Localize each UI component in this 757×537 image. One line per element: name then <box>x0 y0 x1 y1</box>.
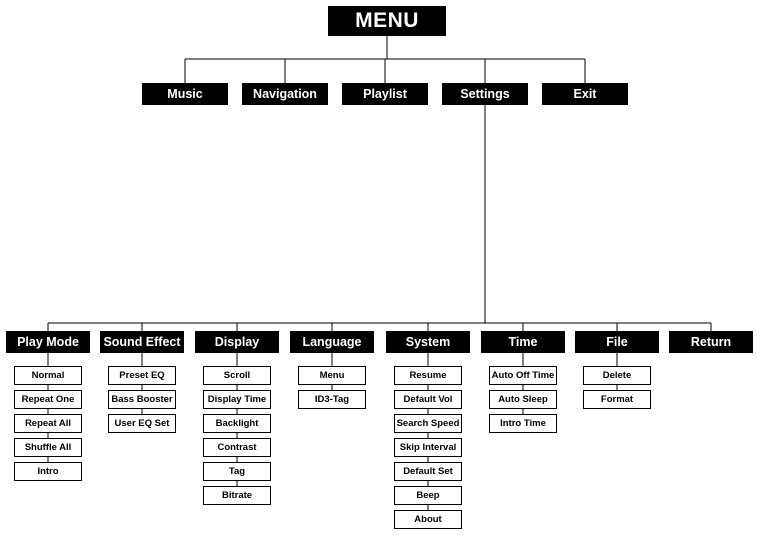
top-item-exit-label: Exit <box>573 87 597 101</box>
menu-root-box: MENU <box>328 6 446 36</box>
category-sound-effect-box: Sound Effect <box>100 331 184 353</box>
leaf-sound-effect-user-eq-set-box: User EQ Set <box>108 414 176 433</box>
leaf-display-display-time-label: Display Time <box>207 394 267 405</box>
leaf-system-about-label: About <box>414 514 442 525</box>
leaf-display-scroll-box: Scroll <box>203 366 271 385</box>
leaf-system-skip-interval-label: Skip Interval <box>399 442 457 453</box>
category-time-label: Time <box>508 335 538 349</box>
leaf-system-default-set-label: Default Set <box>403 466 453 477</box>
top-item-navigation-box: Navigation <box>242 83 328 105</box>
leaf-time-intro-time-label: Intro Time <box>500 418 546 429</box>
leaf-play-mode-repeat-all-label: Repeat All <box>24 418 72 429</box>
category-file-box: File <box>575 331 659 353</box>
leaf-language-menu-box: Menu <box>298 366 366 385</box>
category-play-mode-box: Play Mode <box>6 331 90 353</box>
category-system-box: System <box>386 331 470 353</box>
leaf-display-backlight-label: Backlight <box>215 418 259 429</box>
leaf-play-mode-normal-label: Normal <box>31 370 65 381</box>
top-item-navigation-label: Navigation <box>253 87 317 101</box>
leaf-play-mode-intro-box: Intro <box>14 462 82 481</box>
leaf-language-id3-tag-label: ID3-Tag <box>314 394 350 405</box>
leaf-system-resume-box: Resume <box>394 366 462 385</box>
leaf-time-auto-sleep-label: Auto Sleep <box>498 394 548 405</box>
leaf-sound-effect-preset-eq-box: Preset EQ <box>108 366 176 385</box>
leaf-display-contrast-label: Contrast <box>217 442 257 453</box>
leaf-language-id3-tag-box: ID3-Tag <box>298 390 366 409</box>
top-item-exit-box: Exit <box>542 83 628 105</box>
leaf-system-default-vol-box: Default Vol <box>394 390 462 409</box>
leaf-play-mode-intro-label: Intro <box>37 466 59 477</box>
leaf-display-scroll-label: Scroll <box>223 370 251 381</box>
leaf-system-beep-label: Beep <box>416 490 440 501</box>
top-item-settings-label: Settings <box>460 87 510 101</box>
category-file-label: File <box>606 335 628 349</box>
leaf-sound-effect-bass-booster-box: Bass Booster <box>108 390 176 409</box>
leaf-play-mode-repeat-one-box: Repeat One <box>14 390 82 409</box>
leaf-display-bitrate-box: Bitrate <box>203 486 271 505</box>
leaf-system-skip-interval-box: Skip Interval <box>394 438 462 457</box>
leaf-system-resume-label: Resume <box>409 370 447 381</box>
leaf-file-format-box: Format <box>583 390 651 409</box>
leaf-display-bitrate-label: Bitrate <box>221 490 253 501</box>
leaf-time-auto-off-time-label: Auto Off Time <box>491 370 555 381</box>
category-language-label: Language <box>302 335 362 349</box>
leaf-display-backlight-box: Backlight <box>203 414 271 433</box>
leaf-play-mode-shuffle-all-box: Shuffle All <box>14 438 82 457</box>
category-system-label: System <box>405 335 451 349</box>
leaf-system-beep-box: Beep <box>394 486 462 505</box>
top-item-music-box: Music <box>142 83 228 105</box>
leaf-system-search-speed-box: Search Speed <box>394 414 462 433</box>
leaf-language-menu-label: Menu <box>319 370 345 381</box>
leaf-display-display-time-box: Display Time <box>203 390 271 409</box>
leaf-sound-effect-preset-eq-label: Preset EQ <box>119 370 165 381</box>
leaf-display-contrast-box: Contrast <box>203 438 271 457</box>
menu-root-label: MENU <box>355 9 419 32</box>
category-display-label: Display <box>214 335 260 349</box>
leaf-sound-effect-user-eq-set-label: User EQ Set <box>114 418 170 429</box>
leaf-play-mode-repeat-all-box: Repeat All <box>14 414 82 433</box>
leaf-play-mode-normal-box: Normal <box>14 366 82 385</box>
leaf-play-mode-repeat-one-label: Repeat One <box>21 394 75 405</box>
category-play-mode-label: Play Mode <box>17 335 79 349</box>
top-item-playlist-label: Playlist <box>363 87 407 101</box>
leaf-file-delete-box: Delete <box>583 366 651 385</box>
leaf-system-search-speed-label: Search Speed <box>396 418 460 429</box>
category-return-box: Return <box>669 331 753 353</box>
top-item-settings-box: Settings <box>442 83 528 105</box>
leaf-file-format-label: Format <box>600 394 634 405</box>
category-time-box: Time <box>481 331 565 353</box>
leaf-time-auto-off-time-box: Auto Off Time <box>489 366 557 385</box>
leaf-display-tag-label: Tag <box>228 466 246 477</box>
leaf-display-tag-box: Tag <box>203 462 271 481</box>
leaf-sound-effect-bass-booster-label: Bass Booster <box>111 394 173 405</box>
category-sound-effect-label: Sound Effect <box>103 335 181 349</box>
leaf-play-mode-shuffle-all-label: Shuffle All <box>24 442 72 453</box>
leaf-system-default-vol-label: Default Vol <box>403 394 453 405</box>
category-language-box: Language <box>290 331 374 353</box>
leaf-time-auto-sleep-box: Auto Sleep <box>489 390 557 409</box>
top-item-playlist-box: Playlist <box>342 83 428 105</box>
leaf-system-default-set-box: Default Set <box>394 462 462 481</box>
leaf-time-intro-time-box: Intro Time <box>489 414 557 433</box>
leaf-file-delete-label: Delete <box>602 370 632 381</box>
category-return-label: Return <box>690 335 732 349</box>
top-item-music-label: Music <box>167 87 203 101</box>
category-display-box: Display <box>195 331 279 353</box>
leaf-system-about-box: About <box>394 510 462 529</box>
